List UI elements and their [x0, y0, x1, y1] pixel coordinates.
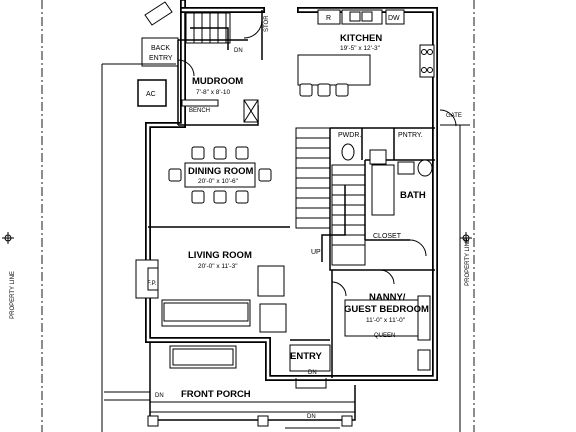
- kitchen-dims: 19'-5" x 12'-3": [340, 45, 381, 52]
- porch-dn-label-bottom: DN: [307, 414, 316, 420]
- front-porch-name: FRONT PORCH: [181, 389, 251, 400]
- refrigerator-label: R: [326, 15, 331, 22]
- dining-table-set: [168, 146, 272, 204]
- queen-bed-label: QUEEN: [374, 333, 395, 339]
- exterior-walls: [145, 0, 438, 381]
- property-line-label-left: PROPERTY LINE: [10, 271, 16, 319]
- kitchen-fixtures: [297, 9, 435, 97]
- fireplace-label: F.P.: [147, 281, 157, 287]
- gate-label: GATE: [446, 113, 462, 119]
- back-entry-area: [141, 1, 179, 67]
- front-porch: [104, 342, 356, 429]
- living-room-dims: 20'-0" x 11'-3": [198, 263, 238, 270]
- powder-label: PWDR.: [338, 132, 361, 139]
- living-room-name: LIVING ROOM: [188, 250, 252, 261]
- stairs-up-label: UP: [311, 249, 321, 256]
- bench-label: BENCH: [189, 108, 210, 114]
- bedroom-name-line1: NANNY/: [369, 292, 406, 303]
- powder-fixtures: [341, 143, 355, 161]
- back-entry-label-line2: ENTRY: [149, 55, 173, 62]
- basement-dn-label: DN: [234, 48, 243, 54]
- main-stairs: [295, 127, 366, 266]
- bath-label: BATH: [400, 190, 426, 201]
- mudroom-dims: 7'-8" x 8'-10: [196, 89, 230, 96]
- ac-unit: [137, 79, 167, 107]
- basement-stairs: [185, 12, 231, 50]
- entry-dn-label: DN: [308, 370, 317, 376]
- doors: [177, 19, 457, 297]
- property-lines: [41, 0, 475, 432]
- mudroom-name: MUDROOM: [192, 76, 243, 87]
- living-room-furniture: [135, 259, 287, 369]
- bath-fixtures: [369, 149, 433, 216]
- dishwasher-label: DW: [388, 15, 400, 22]
- pantry-label: PNTRY.: [398, 132, 423, 139]
- property-marker-left: [2, 232, 14, 244]
- porch-dn-label-left: DN: [155, 393, 164, 399]
- property-line-label-right: PROPERTY LINE: [465, 238, 471, 286]
- mudroom-fixtures: [181, 99, 259, 123]
- kitchen-name: KITCHEN: [340, 33, 382, 44]
- bedroom-name-line2: GUEST BEDROOM: [344, 304, 429, 315]
- dining-room-dims: 20'-0" x 10'-6": [198, 178, 239, 185]
- back-entry-label-line1: BACK: [151, 45, 170, 52]
- entry-label: ENTRY: [290, 351, 323, 362]
- bedroom-dims: 11'-0" x 11'-0": [366, 317, 406, 324]
- ac-label: AC: [146, 91, 156, 98]
- property-marker-right: [460, 232, 472, 244]
- stor-label: STOR: [264, 15, 270, 32]
- dining-room-name: DINING ROOM: [188, 166, 254, 177]
- bedroom-furniture: [344, 295, 431, 371]
- closet-label: CLOSET: [373, 233, 402, 240]
- entry-area: [289, 344, 331, 389]
